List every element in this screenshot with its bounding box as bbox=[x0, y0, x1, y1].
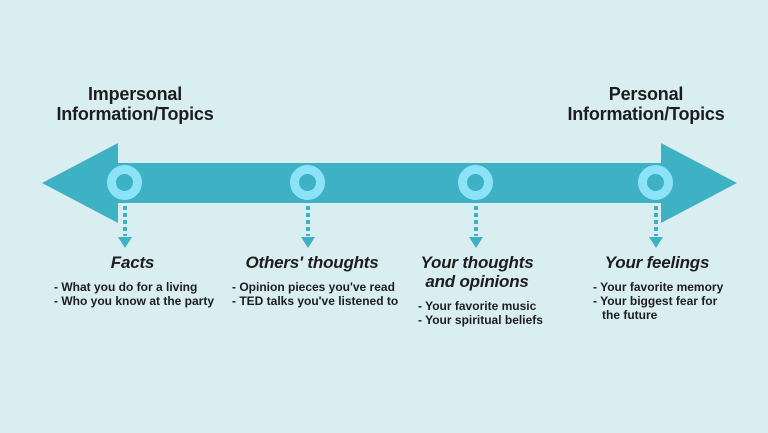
marker-ring-others bbox=[290, 165, 325, 200]
arrow-right-head-icon bbox=[661, 143, 737, 223]
category-others-thoughts: Others' thoughts - Opinion pieces you've… bbox=[212, 253, 412, 308]
connector-arrowhead-icon-feelings bbox=[649, 237, 663, 248]
connector-arrowhead-icon-thoughts bbox=[469, 237, 483, 248]
spectrum-arrow-body bbox=[117, 163, 663, 203]
arrow-left-head-icon bbox=[42, 143, 118, 223]
category-item: - Opinion pieces you've read bbox=[232, 280, 395, 294]
category-title: Others' thoughts bbox=[245, 253, 379, 272]
dotted-connector-facts bbox=[123, 206, 127, 236]
connector-arrowhead-icon-facts bbox=[118, 237, 132, 248]
connector-arrowhead-icon-others bbox=[301, 237, 315, 248]
category-title: Facts bbox=[110, 253, 155, 272]
category-your-thoughts-and-opinions: Your thoughts and opinions - Your favori… bbox=[407, 253, 547, 327]
marker-ring-facts bbox=[107, 165, 142, 200]
category-item-list: - Your favorite music - Your spiritual b… bbox=[418, 299, 547, 327]
category-item: - Who you know at the party bbox=[54, 294, 215, 308]
dotted-connector-others bbox=[306, 206, 310, 236]
category-item-list: - Your favorite memory - Your biggest fe… bbox=[593, 280, 737, 322]
dotted-connector-feelings bbox=[654, 206, 658, 236]
category-title: Your feelings bbox=[604, 253, 710, 272]
endpoint-label-personal: Personal Information/Topics bbox=[567, 84, 725, 124]
marker-ring-thoughts bbox=[458, 165, 493, 200]
marker-ring-feelings bbox=[638, 165, 673, 200]
category-your-feelings: Your feelings - Your favorite memory - Y… bbox=[577, 253, 737, 322]
category-title: Your thoughts and opinions bbox=[420, 253, 534, 291]
category-item: - TED talks you've listened to bbox=[232, 294, 399, 308]
dotted-connector-thoughts bbox=[474, 206, 478, 236]
category-item-list: - Opinion pieces you've read - TED talks… bbox=[232, 280, 412, 308]
category-item: - Your biggest fear for the future bbox=[593, 294, 718, 322]
category-item-list: - What you do for a living - Who you kno… bbox=[54, 280, 225, 308]
category-item: - Your spiritual beliefs bbox=[418, 313, 543, 327]
category-item: - Your favorite memory bbox=[593, 280, 724, 294]
endpoint-label-impersonal: Impersonal Information/Topics bbox=[56, 84, 214, 124]
category-facts: Facts - What you do for a living - Who y… bbox=[40, 253, 225, 308]
category-item: - Your favorite music bbox=[418, 299, 537, 313]
category-item: - What you do for a living bbox=[54, 280, 198, 294]
